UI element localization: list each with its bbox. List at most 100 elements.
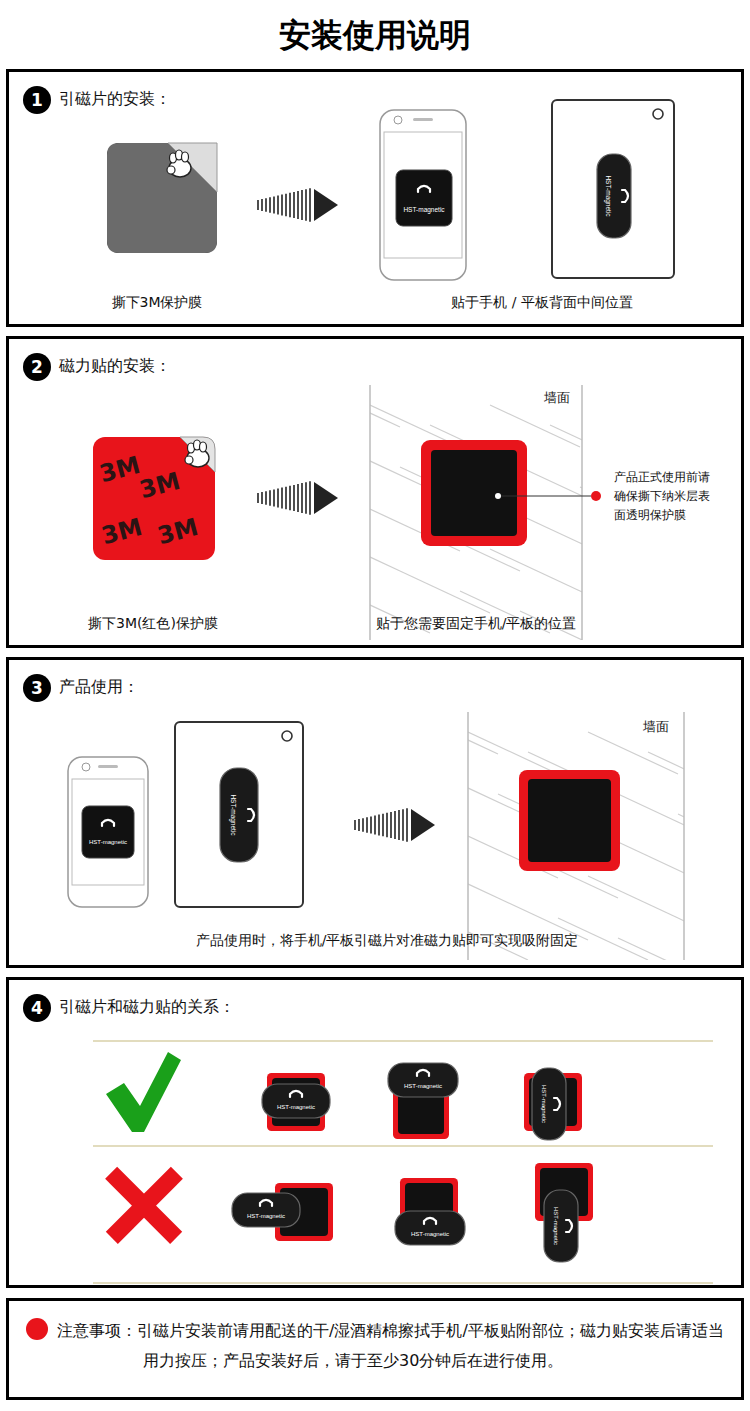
- shape-line: [309, 188, 311, 221]
- step-heading: 引磁片和磁力贴的关系：: [59, 997, 235, 1018]
- shape-line: [265, 491, 267, 505]
- shape-line: [390, 812, 392, 838]
- shape-line: [370, 385, 400, 427]
- wall-label: 墙面: [640, 718, 672, 736]
- shape-rect: [72, 779, 144, 885]
- shape-line: [362, 818, 364, 832]
- shape-line: [257, 200, 259, 210]
- step-number-text: 4: [31, 998, 43, 1018]
- brand-text: HST-magnetic: [553, 1207, 559, 1245]
- film-print: 3M: [97, 451, 144, 489]
- shape-path: [107, 143, 217, 253]
- shape-line: [520, 611, 582, 640]
- red-sticker: [93, 437, 215, 560]
- shape-line: [370, 529, 400, 571]
- shape-line: [293, 192, 295, 218]
- brand-text: HST-magnetic: [605, 175, 612, 216]
- shape-line: [648, 856, 684, 898]
- shape-line: [370, 591, 430, 633]
- shape-line: [398, 810, 400, 840]
- shape-line: [265, 198, 267, 212]
- callout-leader: [495, 491, 601, 501]
- magnet-plate-oval: [388, 1063, 458, 1097]
- check-mark: [106, 1052, 181, 1132]
- shape-line: [366, 817, 368, 832]
- arrow-symbol: [258, 188, 338, 221]
- shape-line: [467, 712, 469, 960]
- shape-line: [498, 898, 588, 940]
- shape-line: [305, 189, 307, 221]
- handset-icon: [102, 820, 114, 826]
- magnet-plate-oval: [544, 1190, 578, 1262]
- magnet-plate-oval: [395, 1211, 465, 1245]
- film-print: 3M: [155, 513, 202, 551]
- shape-line: [273, 196, 275, 213]
- shape-g: [370, 385, 582, 640]
- shape-rect: [380, 110, 466, 280]
- shape-line: [683, 712, 685, 960]
- shape-circle: [282, 731, 292, 741]
- magnetic-pad: [421, 440, 527, 546]
- shape-rect: [106, 1167, 183, 1244]
- shape-circle: [394, 116, 402, 124]
- shape-rect: [107, 143, 217, 253]
- step-panel: 引磁片和磁力贴的关系： 4: [6, 977, 744, 1288]
- shape-line: [293, 485, 295, 511]
- shape-line: [400, 571, 490, 613]
- shape-ellipse: [182, 152, 189, 162]
- step-heading: 引磁片的安装：: [59, 89, 171, 110]
- shape-line: [648, 752, 684, 794]
- shape-line: [378, 815, 380, 836]
- shape-line: [277, 196, 279, 215]
- shape-line: [273, 489, 275, 506]
- shape-line: [558, 918, 648, 960]
- shape-line: [618, 938, 684, 960]
- shape-line: [382, 814, 384, 837]
- handset-icon: [424, 1218, 436, 1224]
- shape-rect: [421, 440, 527, 546]
- shape-line: [301, 483, 303, 513]
- handset-icon: [554, 1098, 560, 1110]
- shape-rect: [552, 100, 674, 278]
- caption: 撕下3M(红色)保护膜: [88, 615, 218, 632]
- shape-line: [297, 484, 299, 512]
- shape-circle: [591, 491, 601, 501]
- magnet-plate-oval: [532, 1068, 566, 1140]
- wall-label: 墙面: [541, 389, 573, 407]
- shape-path: [314, 482, 338, 514]
- step-panel: 产品使用：3: [6, 657, 744, 968]
- handset-icon: [290, 1091, 302, 1097]
- shape-rect: [175, 722, 303, 907]
- shape-line: [93, 1145, 713, 1147]
- shape-line: [394, 811, 396, 839]
- step-heading: 磁力贴的安装：: [59, 356, 171, 377]
- brand-text: HST-magnetic: [541, 1085, 547, 1123]
- wall-surface: [108, 712, 750, 980]
- shape-line: [402, 809, 404, 841]
- brand-text: HST-magnetic: [277, 1104, 315, 1110]
- handset-icon: [417, 1070, 429, 1076]
- callout-note: 产品正式使用前请确保撕下纳米层表面透明保护膜: [614, 468, 714, 526]
- shape-rect: [528, 779, 611, 862]
- shape-line: [301, 190, 303, 220]
- shape-circle: [495, 493, 501, 499]
- shape-line: [501, 496, 591, 497]
- step-number: 3: [23, 674, 51, 702]
- shape-line: [468, 712, 498, 754]
- handset-icon: [418, 186, 430, 192]
- shape-circle: [185, 456, 193, 464]
- shape-line: [588, 876, 678, 918]
- caption: 撕下3M保护膜: [112, 294, 203, 311]
- handset-icon: [260, 1200, 272, 1206]
- shape-rect: [384, 132, 462, 258]
- caption: 贴于您需要固定手机/平板的位置: [376, 615, 577, 632]
- step-panel: 磁力贴的安装： 2: [6, 336, 744, 648]
- shape-rect: [68, 757, 148, 907]
- note-text: 注意事项：引磁片安装前请用配送的干/湿酒精棉擦拭手机/平板贴附部位；磁力贴安装后…: [57, 1316, 729, 1376]
- step-number: 2: [23, 353, 51, 381]
- shape-path: [168, 143, 217, 192]
- phone-outline: [68, 757, 148, 907]
- shape-line: [369, 385, 371, 640]
- tablet-outline: [175, 722, 303, 907]
